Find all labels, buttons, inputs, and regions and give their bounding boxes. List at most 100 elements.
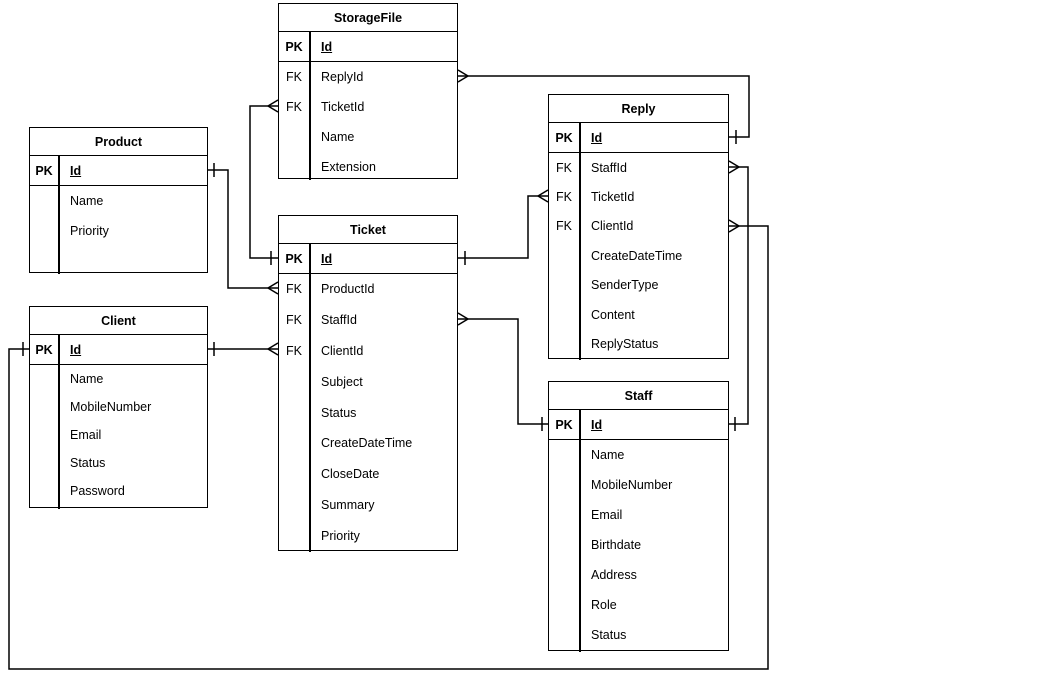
entity-title: Client [30,307,207,335]
key-badge: FK [556,190,572,205]
column-name: Status [321,405,357,420]
column-row: FK ProductId [279,274,457,305]
relationship-reply-clientid[interactable] [8,219,769,670]
entity-title: Product [30,128,207,156]
key-badge: PK [35,163,53,178]
column-row: SenderType [549,271,728,300]
column-row: Extension [279,152,457,182]
column-name: Email [70,428,102,442]
column-name: Password [70,484,125,498]
relationship-storagefile-replyid[interactable] [457,69,750,144]
column-name: ProductId [321,282,375,297]
key-badge: PK [555,130,573,145]
entity-title: Reply [549,95,728,123]
column-row: Status [30,449,207,477]
column-name: MobileNumber [70,400,152,414]
column-row: Priority [30,216,207,246]
column-row: CloseDate [279,459,457,490]
column-name: Address [591,568,637,582]
column-name: CloseDate [321,467,380,482]
key-badge: FK [286,282,302,297]
column-name: Name [70,194,104,208]
relationship-ticket-staffid[interactable] [457,312,548,431]
column-name: Subject [321,374,363,389]
column-row: Content [549,300,728,329]
column-row: Status [279,397,457,428]
column-name: StaffId [591,160,627,175]
column-row: ReplyStatus [549,329,728,358]
key-badge: PK [555,417,573,432]
column-name: CreateDateTime [321,436,413,451]
column-name: MobileNumber [591,478,673,492]
key-badge: PK [285,39,303,54]
entity-title: StorageFile [279,4,457,32]
relationship-ticket-productid[interactable] [208,163,279,295]
column-row: FK StaffId [549,153,728,182]
column-name: Status [591,628,627,642]
key-badge: FK [286,313,302,328]
column-name: Id [70,163,82,178]
column-row: Email [549,500,728,530]
column-name: ReplyId [321,70,364,84]
entity-title: Staff [549,382,728,410]
column-name: TicketId [591,190,635,205]
column-name: Id [321,39,333,54]
column-name: Id [591,417,603,432]
column-row: Summary [279,490,457,521]
column-name: Id [591,130,603,145]
key-column-divider [309,244,311,552]
column-name: Content [591,307,635,322]
relationship-storagefile-ticketid[interactable] [249,99,279,265]
column-row: Name [30,186,207,216]
column-name: CreateDateTime [591,248,683,263]
column-row: FK TicketId [549,182,728,211]
key-badge: PK [35,342,53,357]
column-name: Email [591,508,623,522]
key-badge: FK [286,343,302,358]
column-name: Summary [321,497,375,512]
key-column-divider [58,335,60,509]
column-name: StaffId [321,313,357,328]
relationship-reply-ticketid[interactable] [458,189,549,265]
primary-key-row: PK Id [549,410,728,440]
column-row: Status [549,620,728,650]
primary-key-row: PK Id [549,123,728,153]
column-name: ClientId [321,343,364,358]
column-row: Birthdate [549,530,728,560]
column-row: Name [30,365,207,393]
column-name: Extension [321,160,376,174]
column-name: Birthdate [591,538,642,552]
column-row: Priority [279,520,457,551]
key-column-divider [309,32,311,180]
column-name: Role [591,598,617,612]
column-row: FK ReplyId [279,62,457,92]
key-column-divider [579,123,581,360]
entity-title: Ticket [279,216,457,244]
column-row: Password [30,477,207,505]
column-row: Name [549,440,728,470]
key-badge: PK [285,251,303,266]
column-row: FK StaffId [279,305,457,336]
relationship-ticket-clientid[interactable] [208,342,279,356]
primary-key-row: PK Id [279,244,457,274]
key-badge: FK [556,160,572,175]
relationship-reply-staffid[interactable] [728,160,749,431]
column-name: Priority [321,528,360,543]
key-badge: FK [286,70,302,84]
column-name: Name [70,372,104,386]
column-name: ReplyStatus [591,337,659,352]
column-row: Address [549,560,728,590]
column-name: Id [321,251,333,266]
key-column-divider [58,156,60,274]
column-name: Priority [70,224,109,238]
